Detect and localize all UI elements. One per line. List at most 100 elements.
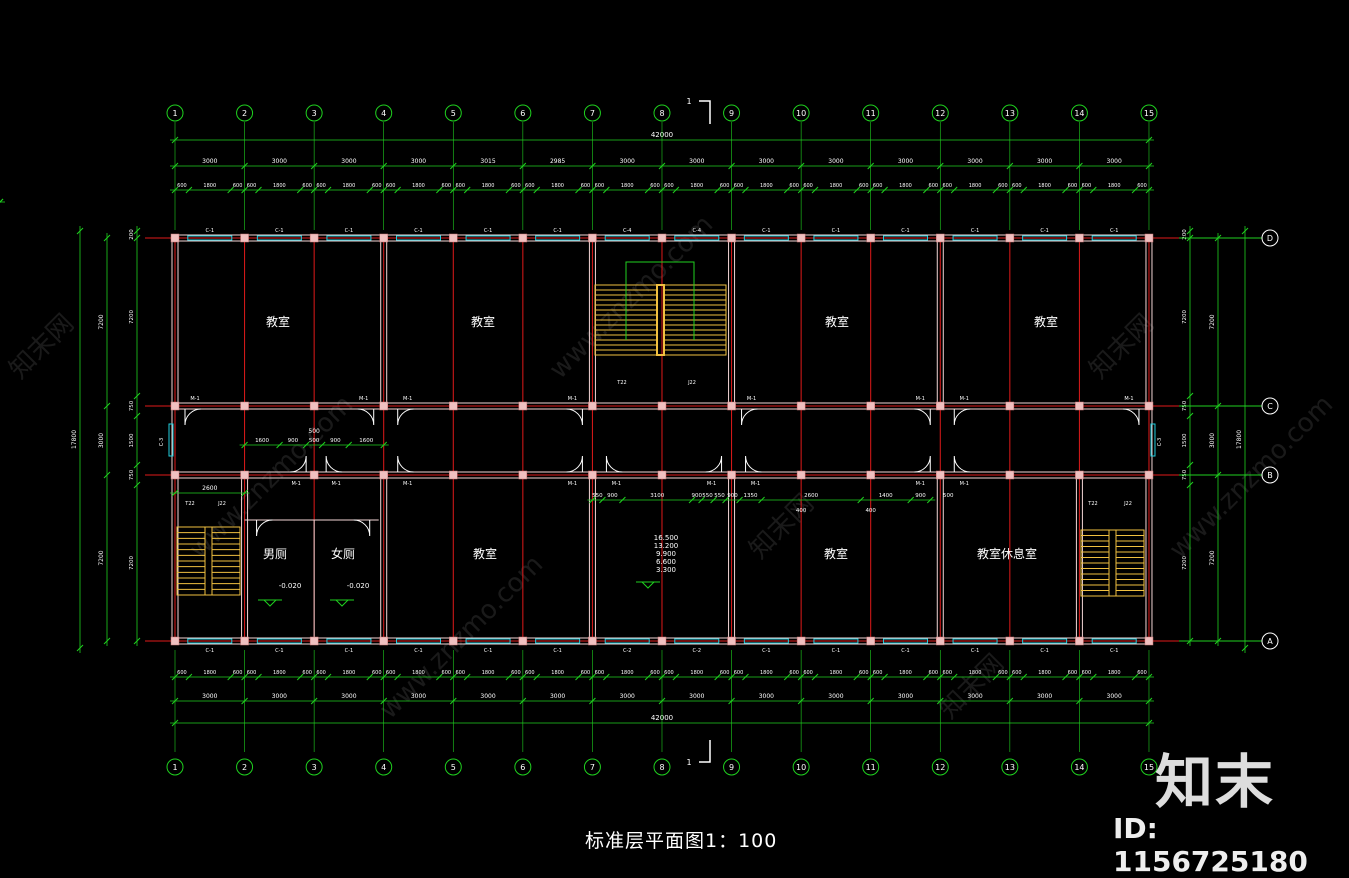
dim-left-mid-tick — [103, 402, 111, 410]
dim-lower-tick — [688, 496, 696, 504]
dim-sub-bottom-label: 600 — [247, 670, 257, 676]
axis-bubble-9 — [723, 104, 741, 122]
column-10D — [796, 233, 806, 243]
dim-sub-top-tick — [533, 186, 541, 194]
window-top — [604, 235, 650, 241]
axis-label-3: 3 — [312, 763, 317, 772]
dim-span-bottom-label: 3000 — [828, 693, 843, 700]
watermark-text: 知末网 — [934, 649, 1010, 725]
axis-bubble-5 — [444, 758, 462, 776]
dim-sub-bottom-tick — [324, 673, 332, 681]
window-top — [1091, 235, 1137, 241]
dim-sub-bottom-label: 600 — [650, 670, 660, 676]
axis-label-6: 6 — [520, 763, 525, 772]
dim-lower-label: 550 — [592, 493, 603, 499]
door-swing — [353, 519, 371, 537]
window-side — [1150, 423, 1156, 457]
dim-sub-bottom-tick — [1062, 673, 1069, 681]
dim-span-top-label: 3000 — [1037, 158, 1052, 165]
dim-sub-top-tick — [992, 186, 1000, 194]
dim-span-bottom-label: 3000 — [967, 693, 982, 700]
column-10B — [796, 470, 806, 480]
dim-sub-top-label: 1800 — [1108, 183, 1121, 189]
dim-sub-top-tick — [881, 186, 888, 194]
dim-sub-top-label: 600 — [595, 183, 605, 189]
dim-sub-top-tick — [1020, 186, 1028, 194]
dim-right-mid-label: 7200 — [1209, 550, 1216, 565]
column-5D — [449, 233, 458, 243]
dim-left-sub-tick — [133, 481, 141, 489]
dim-sub-bottom-label: 600 — [372, 670, 382, 676]
dim-sub-bottom-label: 600 — [789, 670, 799, 676]
column-12C — [936, 401, 945, 411]
axis-label-C: C — [1267, 402, 1273, 411]
dim-corridor-tick — [380, 441, 388, 449]
dim-sub-top-label: 600 — [302, 183, 312, 189]
dim-sub-top-label: 600 — [316, 183, 326, 189]
window-label: C-2 — [693, 648, 701, 654]
dim-right-mid-label: 7200 — [1209, 314, 1216, 329]
door-swing — [1122, 408, 1140, 426]
dim-sub-bottom-label: 600 — [998, 670, 1008, 676]
dim-sub-bottom-tick — [853, 673, 861, 681]
stair-well — [656, 284, 665, 356]
dim-sub-top-tick — [1089, 186, 1097, 194]
dim-sub-top-tick — [923, 186, 930, 194]
dim-lower-tick — [619, 496, 626, 504]
column-12D — [936, 233, 945, 243]
window-bottom — [465, 638, 511, 644]
door-label: M-1 — [403, 396, 412, 402]
stair-arrow — [625, 261, 695, 340]
stair-well — [204, 526, 213, 596]
axis-label-9: 9 — [729, 763, 734, 772]
dim-lower-label: 900 — [915, 493, 926, 499]
dim-left-mid-label: 7200 — [98, 550, 105, 565]
window-top — [465, 235, 511, 241]
dim-sub-bottom-label: 600 — [720, 670, 730, 676]
window-label: C-3 — [159, 438, 165, 446]
column-13C — [1005, 401, 1015, 411]
window-top — [395, 235, 441, 241]
dim-sub-top-label: 600 — [1068, 183, 1078, 189]
door-swing — [397, 408, 414, 426]
dim-sub-bottom-label: 1800 — [690, 670, 703, 676]
dim-span-bottom-label: 3000 — [550, 693, 565, 700]
dim-sub-bottom-tick — [644, 673, 652, 681]
brand-logo: 知末 — [1155, 748, 1276, 816]
dim-sub-top-label: 600 — [1082, 183, 1092, 189]
axis-label-9: 9 — [729, 109, 734, 118]
dim-left-sub-label: 7200 — [129, 556, 135, 570]
dim-sub-top-label: 600 — [1012, 183, 1022, 189]
dim-sub-top-tick — [185, 186, 193, 194]
axis-label-15: 15 — [1144, 763, 1154, 772]
dim-right-sub-label: 7200 — [1182, 310, 1188, 324]
dim-sub-top-label: 600 — [998, 183, 1008, 189]
door-swing — [605, 455, 623, 473]
section-mark-bottom — [699, 740, 711, 763]
stair-right-b — [1115, 529, 1145, 597]
window-label: C-1 — [206, 228, 214, 234]
dim-lower-b: 500 — [943, 493, 954, 499]
axis-label-10: 10 — [796, 109, 806, 118]
axis-label-7: 7 — [590, 763, 595, 772]
dim-sub-bottom-label: 1800 — [551, 670, 564, 676]
column-12A — [936, 636, 945, 646]
axis-bubble-15 — [1140, 758, 1158, 776]
dim-sub-top-tick — [436, 186, 443, 194]
dim-sub-top-label: 1800 — [969, 183, 982, 189]
window-top — [256, 235, 302, 241]
dim-sub-bottom-tick — [1089, 673, 1097, 681]
dim-sub-bottom-label: 1800 — [899, 670, 912, 676]
dim-sub-bottom-label: 600 — [873, 670, 883, 676]
dim-lower-tick — [589, 496, 596, 504]
dim-sub-top-label: 600 — [455, 183, 465, 189]
axis-bubble-3 — [305, 104, 323, 122]
dim-left-sub-label: 200 — [128, 0, 139, 2]
axis-label-11: 11 — [866, 109, 876, 118]
door-label: M-1 — [707, 481, 716, 487]
dim-sub-bottom-tick — [227, 673, 235, 681]
dim-corridor-label: 900 — [288, 438, 299, 444]
dim-sub-top-tick — [505, 186, 513, 194]
dim-corridor-label: 1600 — [359, 438, 373, 444]
dim-sub-top-label: 1800 — [760, 183, 773, 189]
